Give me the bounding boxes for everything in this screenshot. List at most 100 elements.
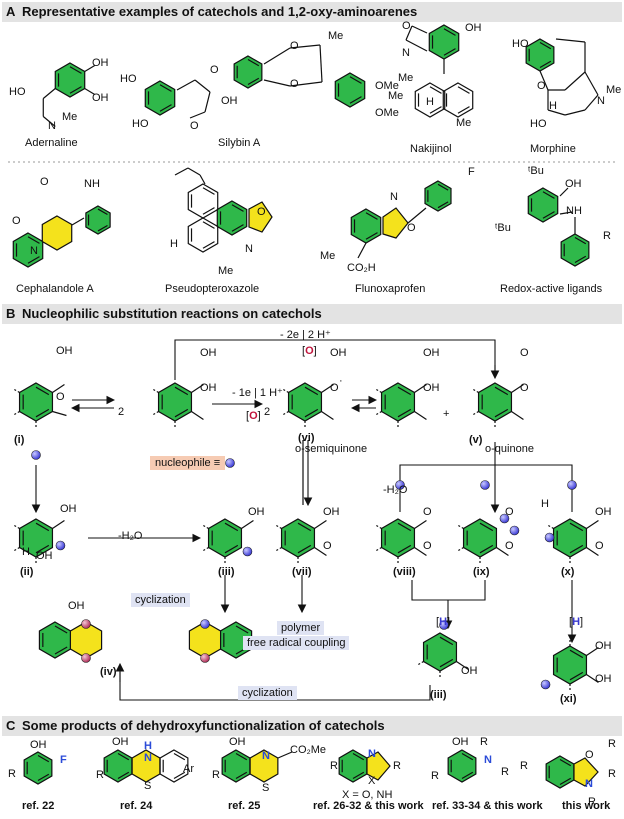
double-bond — [443, 28, 456, 36]
panel-title: Representative examples of catechols and… — [22, 4, 418, 19]
reductant-label: [H] — [569, 616, 584, 628]
atom-label: O — [407, 222, 416, 234]
atom-label: Me — [398, 72, 414, 84]
aromatic-ring — [287, 382, 323, 422]
atom-label: N — [245, 243, 253, 255]
atom-label: OMe — [375, 107, 399, 119]
cyclization-label: cyclization — [131, 593, 190, 607]
atom-label: OH — [595, 673, 612, 685]
bond — [314, 547, 327, 556]
double-bond — [457, 86, 470, 94]
double-bond — [352, 753, 365, 761]
bond — [414, 547, 427, 556]
oxazole-ring — [248, 201, 273, 233]
aromatic-ring — [216, 200, 248, 236]
aromatic-ring — [187, 183, 219, 219]
double-bond — [202, 241, 215, 249]
bond — [277, 751, 293, 759]
aromatic-ring — [422, 632, 458, 672]
atom-label: HO — [512, 38, 529, 50]
atom-label: S — [262, 782, 270, 794]
double-bond — [54, 646, 68, 655]
atom-label: R — [480, 736, 488, 748]
double-bond — [569, 522, 584, 532]
arrow-path — [495, 464, 573, 512]
double-bond — [365, 232, 378, 240]
bond — [187, 167, 201, 176]
substituent-stub — [282, 410, 289, 416]
atom-label: OH — [229, 736, 246, 748]
double-bond — [247, 59, 260, 67]
bond — [199, 174, 206, 185]
substituent-stub — [13, 388, 20, 394]
atom-label: OH — [30, 739, 47, 751]
double-bond — [202, 187, 215, 195]
double-bond — [202, 221, 215, 229]
reference-label: ref. 33-34 & this work — [432, 800, 543, 812]
bond — [241, 520, 254, 529]
atom-label: HO — [9, 86, 26, 98]
atom-label: O — [595, 540, 604, 552]
atom-label: R — [501, 766, 509, 778]
nucleophile-ball — [55, 540, 66, 551]
atom-label: H — [22, 546, 30, 558]
aromatic-ring — [233, 55, 263, 89]
atom-label: H — [170, 238, 178, 250]
double-bond — [202, 207, 215, 215]
double-bond — [304, 386, 319, 396]
cyclization-label: cyclization — [238, 686, 297, 700]
double-bond — [297, 522, 312, 532]
aromatic-ring — [462, 518, 498, 558]
aromatic-ring — [447, 749, 477, 783]
bond — [52, 384, 65, 393]
atom-label: F — [468, 166, 475, 178]
reference-label: ref. 25 — [228, 800, 261, 812]
reference-label: ref. 24 — [120, 800, 153, 812]
reductant-label: [H] — [436, 616, 451, 628]
double-bond — [97, 208, 108, 216]
nucleophile-ball — [544, 532, 555, 543]
thiazine-ring — [249, 749, 279, 783]
atom-label: N — [484, 754, 492, 766]
state-label: o-quinone — [485, 443, 534, 455]
bond — [564, 71, 586, 91]
double-bond — [439, 636, 454, 646]
compound-name: Adernaline — [25, 137, 78, 149]
substituent-stub — [472, 410, 479, 416]
bond — [357, 242, 367, 259]
bond — [174, 167, 189, 176]
state-label: o-semiquinone — [295, 443, 368, 455]
aromatic-ring — [334, 72, 366, 108]
double-bond — [542, 191, 555, 199]
double-bond — [461, 771, 474, 779]
atom-label: OH — [92, 92, 109, 104]
double-bond — [224, 522, 239, 532]
double-bond — [159, 84, 172, 92]
atom-label: O — [190, 120, 199, 132]
double-bond — [437, 201, 449, 209]
double-bond — [437, 183, 449, 191]
compound-name: Flunoxaprofen — [355, 283, 426, 295]
bond — [511, 411, 524, 420]
bond — [586, 547, 599, 556]
double-bond — [37, 755, 50, 763]
atom-label: O — [56, 391, 65, 403]
double-bond — [569, 649, 584, 659]
double-bond — [247, 77, 260, 85]
compound-name: Pseudopteroxazole — [165, 283, 260, 295]
aromatic-ring — [527, 187, 559, 223]
double-bond — [235, 771, 248, 779]
reference-label: this work — [562, 800, 611, 812]
double-bond — [174, 408, 189, 418]
aromatic-ring — [414, 82, 446, 118]
bond — [263, 79, 291, 87]
panel-title: Nucleophilic substitution reactions on c… — [22, 306, 322, 321]
double-bond — [443, 48, 456, 56]
oxazole-ring — [382, 207, 409, 239]
bond — [314, 520, 327, 529]
bond — [189, 111, 206, 119]
double-bond — [457, 106, 470, 114]
substituent-stub — [375, 388, 382, 394]
bond — [71, 217, 85, 226]
bond — [586, 674, 599, 683]
